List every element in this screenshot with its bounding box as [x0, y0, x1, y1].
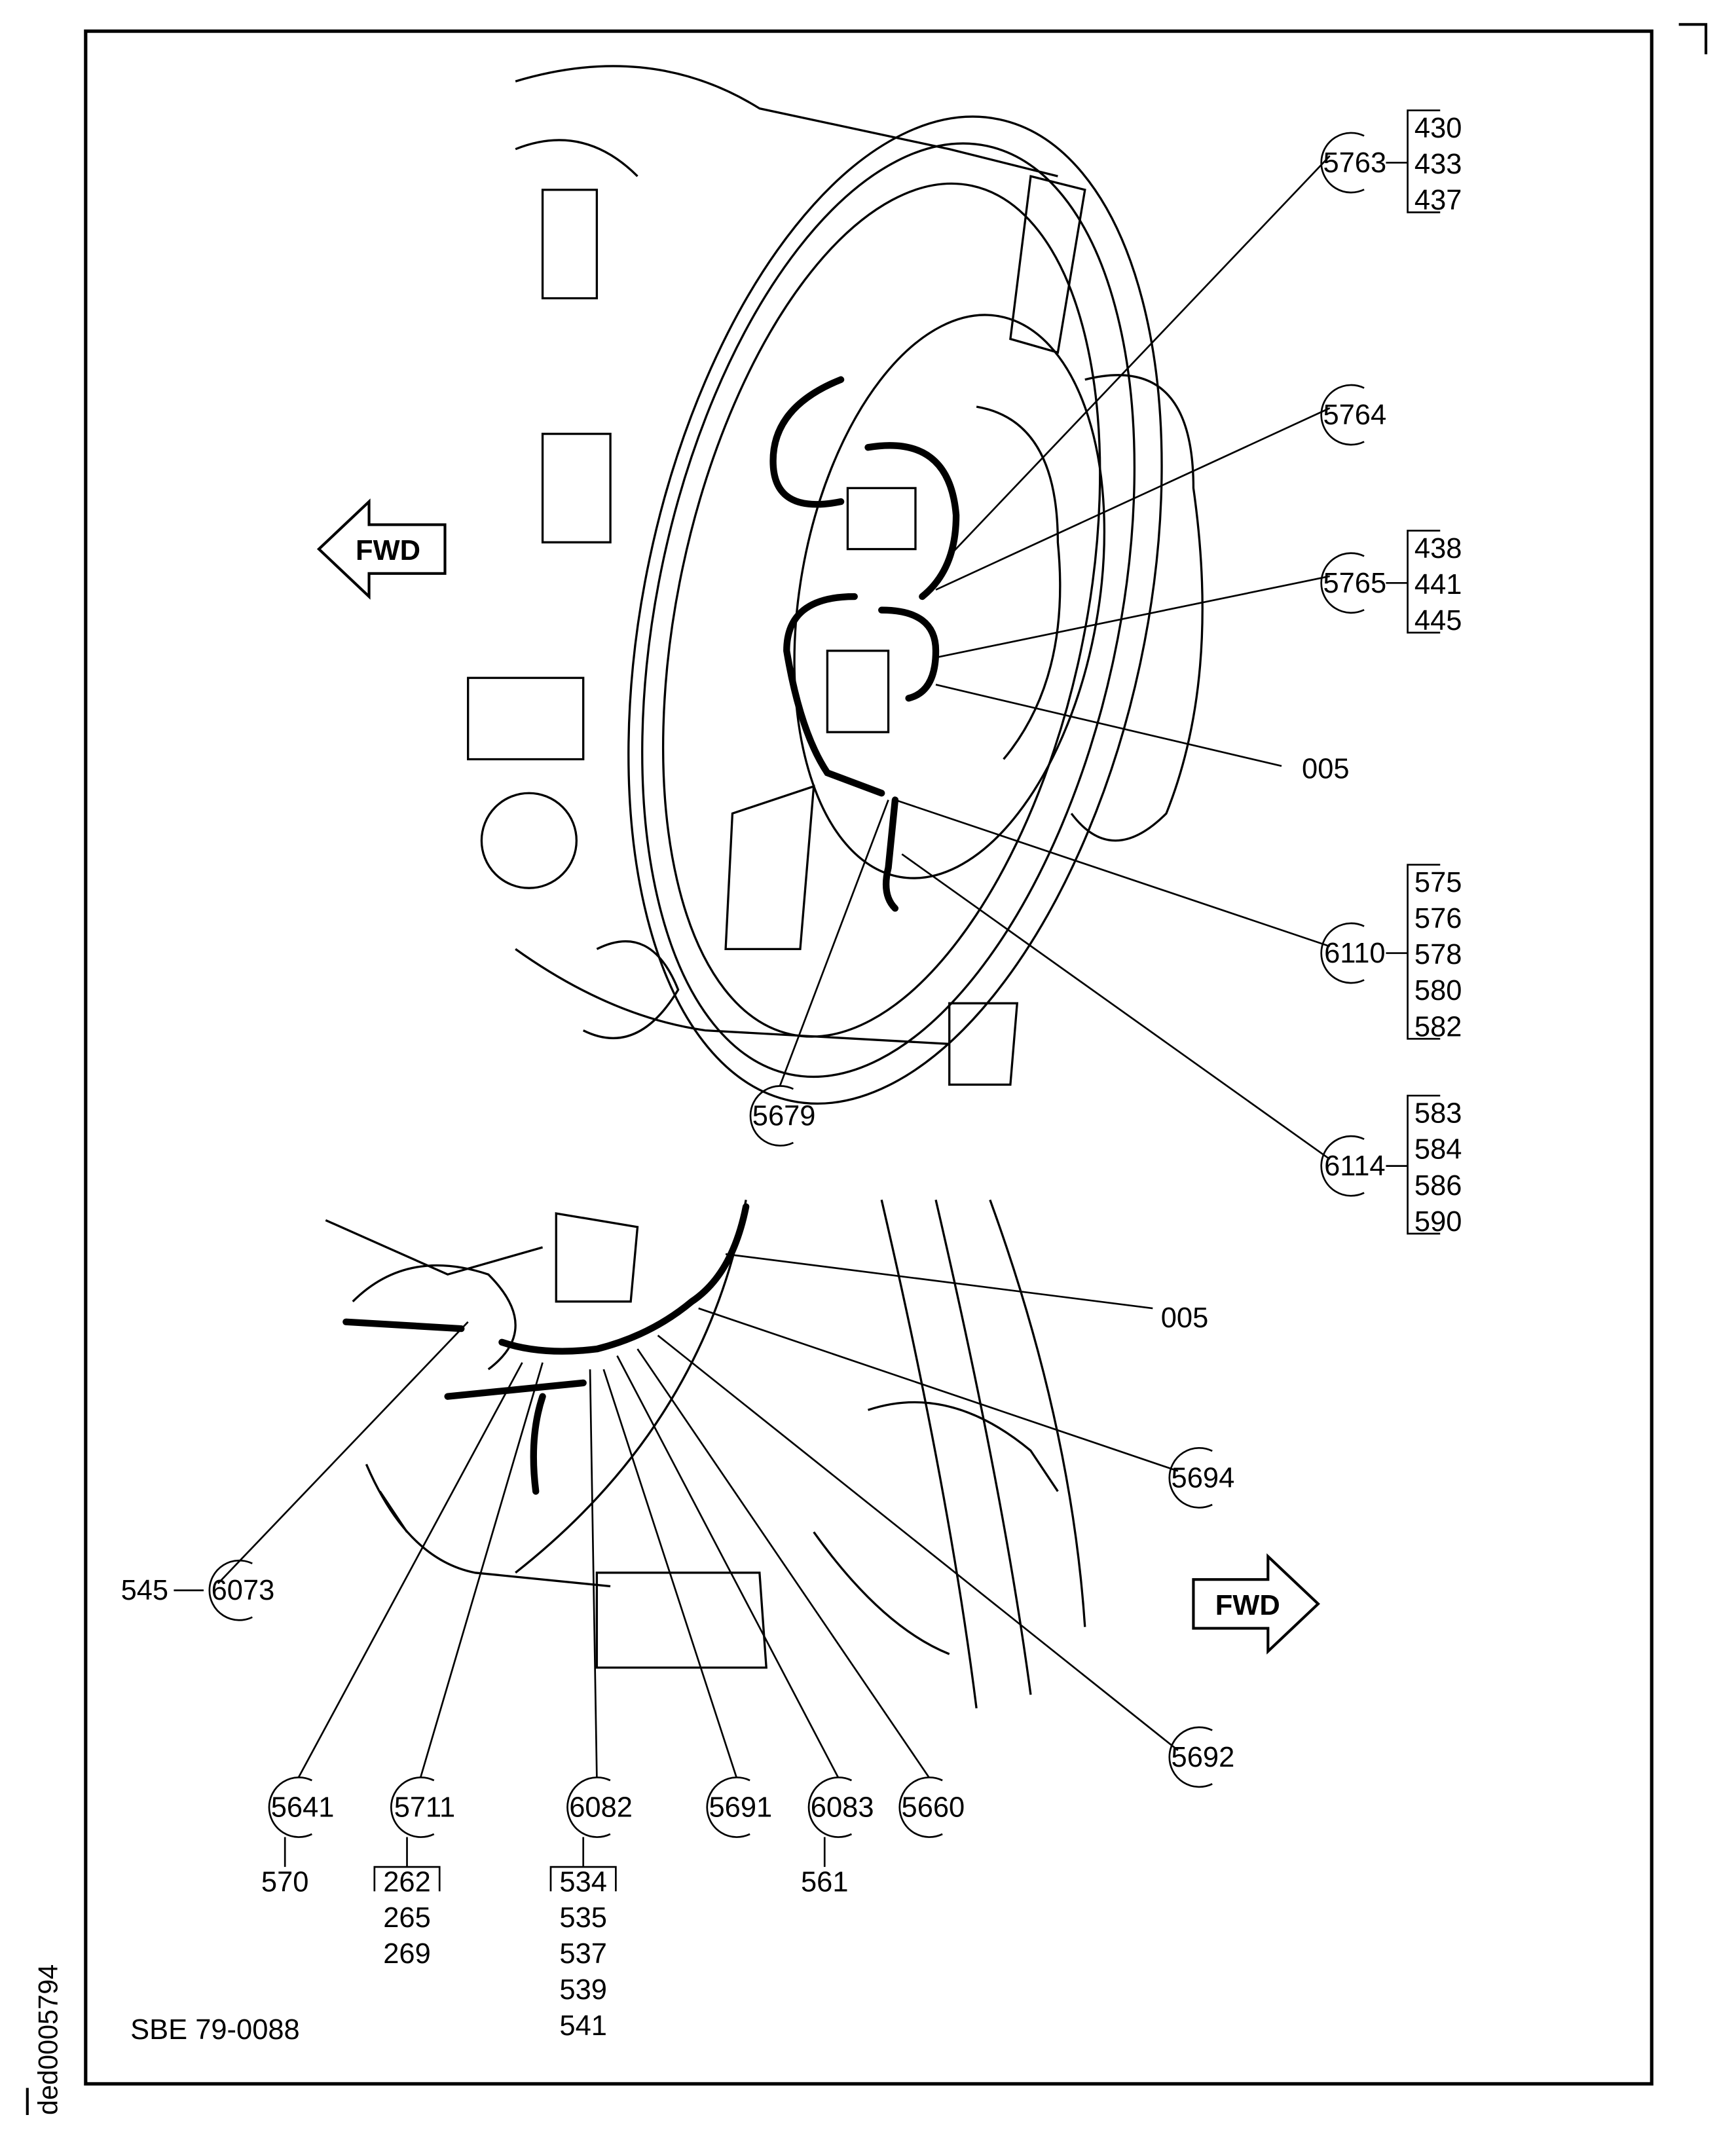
part-number: 582	[1414, 1011, 1462, 1042]
callout-number: 6073	[212, 1575, 275, 1606]
leader-line	[895, 799, 1331, 947]
callout-5711: 5711 262 265 269	[373, 1362, 544, 1970]
fwd-label-top: FWD	[356, 535, 420, 566]
part-number: 535	[559, 1902, 607, 1934]
callout-5694: 5694	[698, 1307, 1235, 1509]
leader-line	[637, 1348, 930, 1778]
part-number: 539	[559, 1974, 607, 2006]
callout-number: 5692	[1172, 1742, 1235, 1773]
top-engine-drawing	[467, 65, 1204, 1105]
part-number: 583	[1414, 1098, 1462, 1130]
callout-number: 5764	[1323, 399, 1386, 431]
part-number: 570	[261, 1866, 309, 1898]
part-number: 534	[559, 1866, 607, 1898]
leader-line	[935, 575, 1330, 659]
callout-bubble	[390, 1776, 435, 1838]
callout-6083: 6083 561	[616, 1355, 874, 1898]
part-number: 580	[1414, 975, 1462, 1006]
leader-line	[779, 800, 889, 1086]
corner-mark-top-right	[1678, 23, 1708, 54]
callout-bubble	[566, 1776, 611, 1838]
callout-number: 5711	[394, 1792, 455, 1823]
callout-number: 5660	[902, 1792, 965, 1823]
callout-bubble	[1320, 552, 1365, 614]
figure-id: ded0005794	[33, 1964, 63, 2115]
callout-number: 5691	[709, 1792, 773, 1823]
callout-6073: 6073 545	[121, 1321, 469, 1621]
part-number: 578	[1414, 939, 1462, 970]
callout-5679: 5679	[749, 800, 889, 1147]
part-number: 445	[1414, 605, 1462, 636]
figure-frame	[84, 29, 1653, 2086]
bottom-engine-drawing	[325, 1199, 1086, 1709]
callout-bubble	[208, 1559, 253, 1621]
leader-line	[419, 1362, 544, 1778]
callout-bubble	[1320, 922, 1365, 984]
reference-number: SBE 79-0088	[130, 2014, 300, 2046]
callout-number: 6083	[811, 1792, 874, 1823]
callout-bubble	[749, 1085, 794, 1147]
callout-bubble	[268, 1776, 312, 1838]
part-number: 586	[1414, 1170, 1462, 1202]
callout-bubble	[1168, 1726, 1213, 1788]
callout-number: 5694	[1172, 1462, 1235, 1494]
callout-bubble	[1168, 1447, 1213, 1509]
callout-5765: 5765 438 441 445	[935, 530, 1462, 659]
part-number: 590	[1414, 1206, 1462, 1238]
label-005-top: 005	[1302, 753, 1350, 784]
part-number: 441	[1414, 569, 1462, 600]
fwd-label-bottom: FWD	[1215, 1590, 1280, 1621]
leader-line	[297, 1362, 523, 1778]
leader-line	[602, 1369, 737, 1778]
part-number: 561	[801, 1866, 849, 1898]
callout-number: 5679	[752, 1101, 816, 1132]
part-number: 265	[383, 1902, 431, 1934]
callout-number: 5763	[1323, 147, 1386, 179]
callout-bubble	[1320, 384, 1365, 446]
leader-line	[948, 155, 1331, 557]
part-number: 269	[383, 1938, 431, 1970]
callout-5764: 5764	[935, 384, 1386, 591]
part-number: 437	[1414, 185, 1462, 216]
callout-number: 5765	[1323, 568, 1386, 599]
part-number: 438	[1414, 533, 1462, 564]
leader-line	[217, 1321, 469, 1585]
leader-line	[589, 1369, 598, 1778]
callout-5660: 5660	[637, 1348, 965, 1838]
fwd-arrow-top: FWD	[316, 498, 447, 600]
callout-5763: 5763 430 433 437	[948, 109, 1462, 557]
callout-number: 6082	[569, 1792, 633, 1823]
part-number: 576	[1414, 903, 1462, 934]
fwd-arrow-bottom: FWD	[1192, 1553, 1320, 1655]
leader-line	[698, 1307, 1179, 1472]
part-number: 575	[1414, 867, 1462, 898]
label-005-bottom: 005	[1161, 1302, 1209, 1334]
callout-bubble	[807, 1776, 853, 1838]
callout-bubble	[1320, 1135, 1365, 1197]
callout-5691: 5691	[602, 1369, 773, 1838]
callout-bubble	[1320, 132, 1365, 194]
part-number: 433	[1414, 149, 1462, 180]
callout-5641: 5641 570	[261, 1362, 523, 1898]
callout-number: 5641	[271, 1792, 335, 1823]
part-number: 537	[559, 1938, 607, 1970]
leader-line	[616, 1355, 840, 1778]
callout-5692: 5692	[657, 1334, 1235, 1788]
leader-line	[901, 853, 1331, 1160]
part-number: 541	[559, 2010, 607, 2042]
leader-line	[657, 1334, 1179, 1752]
callout-bubble	[898, 1776, 943, 1838]
part-number: 545	[121, 1575, 169, 1606]
callout-bubble	[706, 1776, 750, 1838]
callout-6114: 6114 583 584 586 590	[901, 853, 1462, 1238]
callout-number: 6110	[1324, 938, 1385, 969]
callout-6082: 6082 534 535 537 539 541	[549, 1369, 633, 2042]
part-number: 262	[383, 1866, 431, 1898]
callout-6110: 6110 575 576 578 580 582	[895, 799, 1462, 1042]
callout-number: 6114	[1324, 1150, 1385, 1182]
leader-line	[935, 407, 1331, 591]
part-number: 430	[1414, 113, 1462, 144]
part-number: 584	[1414, 1134, 1462, 1166]
